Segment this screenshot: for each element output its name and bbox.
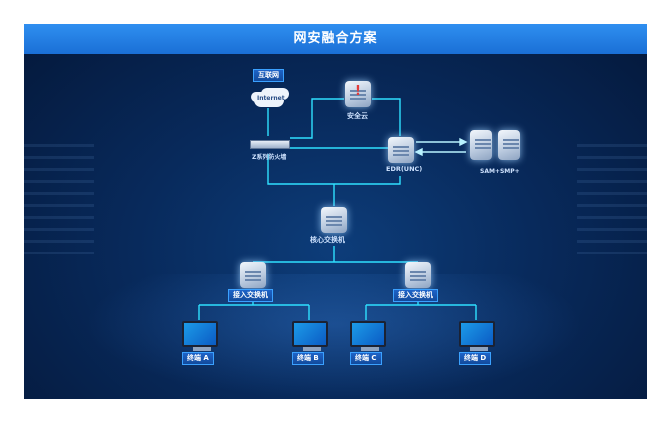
alert-mark-icon: ! (355, 84, 361, 99)
access-switch-left-label: 接入交换机 (228, 289, 273, 302)
edr-server-icon (388, 137, 414, 163)
terminal-b-label: 终端 B (292, 352, 324, 365)
terminal-c-label: 终端 C (350, 352, 382, 365)
access-switch-right-icon (405, 262, 431, 288)
terminal-d-label: 终端 D (459, 352, 492, 365)
background-floor-glow (84, 274, 584, 399)
access-switch-right-label: 接入交换机 (393, 289, 438, 302)
internet-group-label: 互联网 (253, 69, 284, 82)
diagram-canvas: 网安融合方案 (24, 24, 647, 399)
core-switch-icon (321, 207, 347, 233)
core-switch-label: 核心交换机 (310, 236, 345, 244)
alert-server-icon (345, 81, 371, 107)
diagram-title: 网安融合方案 (24, 24, 647, 54)
edr-label: EDR(UNC) (386, 165, 423, 173)
terminal-a-monitor-icon (182, 321, 218, 351)
terminal-b-monitor-icon (292, 321, 328, 351)
terminal-a-label: 终端 A (182, 352, 214, 365)
link-firewall-security-cloud (290, 98, 344, 139)
sam-label: SAM+SMP+ (480, 168, 520, 175)
link-security-cloud-edr (372, 98, 401, 136)
access-switch-left-icon (240, 262, 266, 288)
security-cloud-label: 安全云 (347, 112, 368, 120)
internet-cloud-label: Internet (257, 95, 285, 102)
terminal-d-monitor-icon (459, 321, 495, 351)
link-edr-core (334, 176, 401, 185)
sam-server-icon-1 (470, 130, 492, 160)
firewall-label: Z系列防火墙 (252, 154, 287, 161)
cloud-icon (254, 93, 284, 107)
terminal-c-monitor-icon (350, 321, 386, 351)
background-shelf-left (24, 144, 94, 254)
link-firewall-core (267, 154, 334, 185)
firewall-icon (250, 140, 290, 149)
background-shelf-right (577, 144, 647, 254)
sam-server-icon-2 (498, 130, 520, 160)
